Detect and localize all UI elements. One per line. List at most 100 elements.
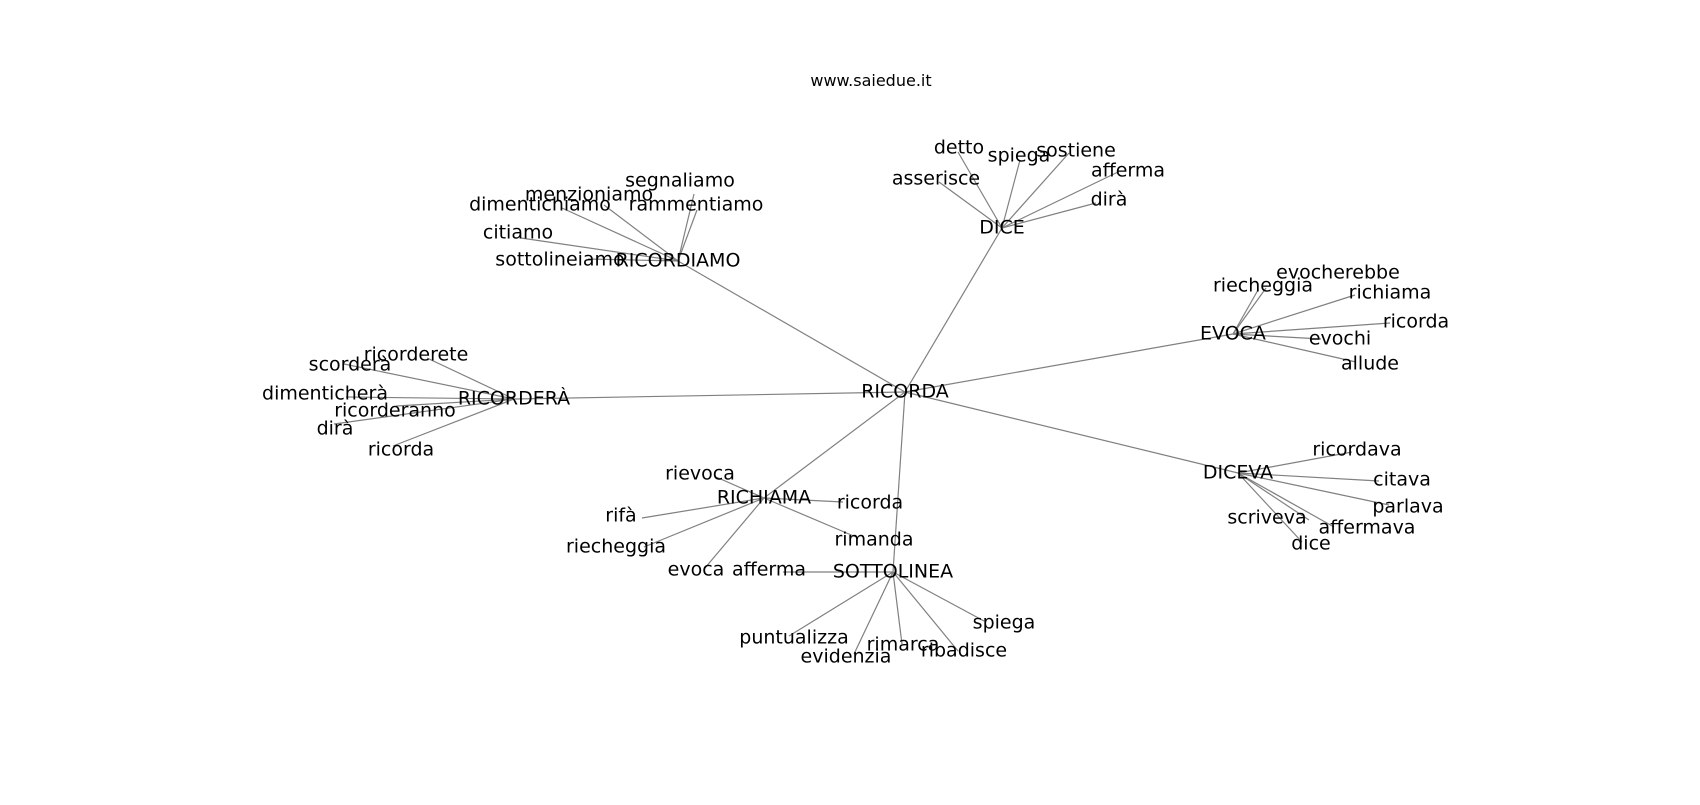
leaf-node-afferma: afferma [732, 559, 806, 581]
edge-evoca-evocherebbe [1232, 287, 1267, 335]
leaf-node-ricorda: ricorda [368, 439, 434, 461]
edge-ricordera-dira [333, 398, 515, 425]
nodes: RICORDA RICORDIAMO segnaliamomenzioniamora… [262, 137, 1449, 668]
leaf-node-rievoca: rievoca [665, 463, 735, 485]
edge-richiama-rievoca [715, 476, 765, 499]
edge-ricordera-dimentichera [345, 396, 515, 400]
leaf-node-citiamo: citiamo [483, 222, 553, 244]
leaf-node-evoca: evoca [668, 559, 725, 581]
edge-diceva-ricordava [1237, 451, 1353, 474]
edge-ricordera-ricorderanno [395, 398, 515, 407]
edge-sottolinea-evidenzia [853, 571, 894, 655]
leaf-node-dira: dirà [1091, 189, 1128, 211]
group-node-ricordera: RICORDERÀ [458, 387, 570, 410]
leaf-node-evocherebbe: evocherebbe [1276, 262, 1400, 284]
group-node-ricordiamo: RICORDIAMO [616, 250, 741, 272]
leaf-node-sostiene: sostiene [1036, 140, 1116, 162]
leaf-node-evochi: evochi [1309, 328, 1371, 350]
edge-evoca-evochi [1232, 333, 1322, 340]
leaf-node-ricorderanno: ricorderanno [334, 400, 456, 422]
leaf-node-ricordava: ricordava [1312, 439, 1401, 461]
leaf-node-ribadisce: ribadisce [921, 640, 1007, 662]
leaf-node-ricorderete: ricorderete [364, 344, 469, 366]
edge-richiama-ricorda [763, 497, 844, 503]
leaf-node-allude: allude [1341, 353, 1399, 375]
leaf-node-asserisce: asserisce [892, 168, 980, 190]
edge-richiama-evoca [704, 497, 765, 569]
edge-diceva-parlava [1237, 472, 1390, 506]
leaf-node-detto: detto [934, 137, 984, 159]
root-node-label: RICORDA [861, 381, 949, 403]
leaf-node-puntualizza: puntualizza [739, 627, 848, 649]
group-node-diceva: DICEVA [1203, 462, 1273, 484]
leaf-node-rammentiamo: rammentiamo [629, 194, 764, 216]
edge-root-richiama [763, 391, 906, 499]
edge-dice-detto [957, 151, 1003, 229]
edge-richiama-rifa [641, 497, 765, 519]
edge-dice-asserisce [938, 181, 1003, 229]
leaf-node-citava: citava [1373, 469, 1431, 491]
edge-root-diceva [904, 391, 1239, 474]
edge-evoca-ricorda [1232, 322, 1391, 335]
leaf-node-evidenzia: evidenzia [801, 646, 892, 668]
edge-root-ricordera [513, 391, 906, 400]
group-node-richiama: RICHIAMA [717, 487, 811, 509]
diagram-title: www.saiedue.it [810, 71, 932, 90]
edge-sottolinea-puntualizza [788, 571, 894, 637]
leaf-node-dimentichera: dimenticherà [262, 383, 388, 405]
edge-ricordiamo-rammentiamo [677, 209, 698, 262]
edge-ricordera-ricorda [392, 398, 515, 447]
leaf-node-riecheggia: riecheggia [566, 536, 666, 558]
edge-diceva-affermava [1237, 472, 1335, 528]
edge-root-ricordiamo [677, 260, 906, 393]
edge-evoca-riecheggia [1232, 289, 1259, 335]
edge-evoca-richiama [1232, 294, 1356, 335]
leaf-node-affermava: affermava [1319, 517, 1416, 539]
edge-sottolinea-spiega [892, 571, 985, 622]
leaf-node-dira: dirà [317, 418, 354, 440]
group-node-sottolinea: SOTTOLINEA [833, 561, 953, 583]
group-node-dice: DICE [979, 217, 1025, 239]
group-node-evoca: EVOCA [1200, 323, 1266, 345]
leaf-node-ricorda: ricorda [837, 492, 903, 514]
leaf-node-riecheggia: riecheggia [1213, 275, 1313, 297]
edge-diceva-dice [1237, 472, 1303, 543]
edge-sottolinea-ribadisce [892, 571, 959, 652]
edge-sottolinea-rimarca [892, 571, 903, 645]
leaf-node-scordera: scorderà [309, 354, 392, 376]
edges [333, 151, 1391, 655]
edge-ricordera-ricorderete [426, 357, 515, 400]
edge-diceva-citava [1237, 472, 1380, 482]
leaf-node-dice: dice [1291, 533, 1330, 555]
edge-richiama-rimanda [763, 497, 857, 538]
leaf-node-rimarca: rimarca [867, 634, 940, 656]
edge-dice-afferma [1001, 171, 1119, 229]
leaf-node-richiama: richiama [1349, 282, 1432, 304]
edge-dice-sostiene [1001, 152, 1070, 229]
leaf-node-parlava: parlava [1372, 496, 1443, 518]
edge-dice-spiega [1001, 159, 1021, 229]
edge-diceva-scriveva [1237, 472, 1310, 521]
leaf-node-dimentichiamo: dimentichiamo [469, 194, 611, 216]
leaf-node-segnaliamo: segnaliamo [625, 170, 735, 192]
leaf-node-ricorda: ricorda [1383, 311, 1449, 333]
leaf-node-rimanda: rimanda [835, 529, 914, 551]
leaf-node-scriveva: scriveva [1227, 507, 1306, 529]
edge-ricordiamo-segnaliamo [677, 193, 695, 262]
edge-evoca-allude [1232, 333, 1357, 363]
leaf-node-menzioniamo: menzioniamo [525, 184, 653, 206]
leaf-node-spiega: spiega [973, 612, 1036, 634]
edge-ricordiamo-citiamo [520, 237, 679, 262]
edge-ricordera-scordera [343, 363, 515, 400]
edge-dice-dira [1001, 202, 1097, 229]
edge-ricordiamo-sottolineiamo [587, 258, 679, 262]
edge-root-dice [904, 227, 1003, 393]
leaf-node-afferma: afferma [1091, 160, 1165, 182]
leaf-node-spiega: spiega [988, 145, 1051, 167]
leaf-node-sottolineiamo: sottolineiamo [495, 249, 624, 271]
edge-root-sottolinea [892, 391, 906, 573]
edge-ricordiamo-dimentichiamo [561, 207, 679, 262]
leaf-node-rifa: rifà [605, 505, 636, 527]
